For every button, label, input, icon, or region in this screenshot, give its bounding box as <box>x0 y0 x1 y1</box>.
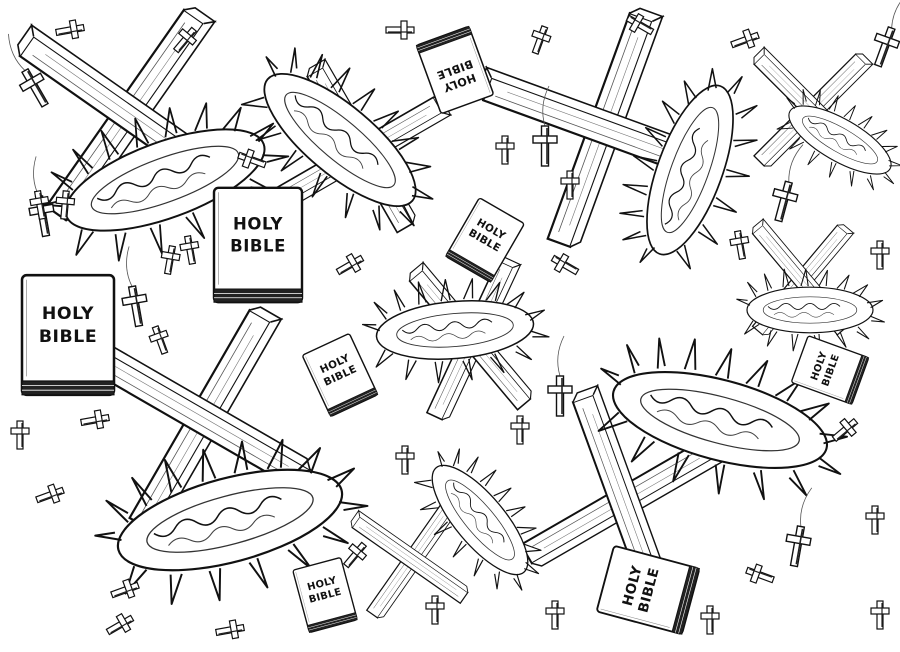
holy-bible-icon: HOLY BIBLE <box>595 544 701 636</box>
holy-bible-icon: HOLY BIBLE <box>20 273 116 397</box>
small-cross-icon <box>178 234 202 266</box>
small-cross-icon <box>54 18 86 42</box>
small-cross-icon <box>102 609 138 641</box>
svg-text:HOLY: HOLY <box>42 304 94 324</box>
holy-bible-icon: HOLY BIBLE <box>212 186 304 304</box>
small-cross-icon <box>526 23 554 57</box>
small-cross-icon <box>865 505 885 535</box>
small-cross-icon <box>870 600 890 630</box>
small-cross-icon <box>547 249 583 281</box>
holy-bible-icon: HOLY BIBLE <box>292 556 358 634</box>
small-cross-icon <box>495 135 515 165</box>
small-cross-icon <box>33 481 67 509</box>
svg-text:BIBLE: BIBLE <box>230 237 286 256</box>
small-cross-icon <box>728 229 752 261</box>
small-cross-icon <box>79 408 111 432</box>
small-cross-icon <box>870 240 890 270</box>
holy-bible-icon: HOLY BIBLE <box>301 332 379 418</box>
small-cross-icon <box>385 20 415 40</box>
small-cross-icon <box>395 445 415 475</box>
small-cross-icon <box>425 595 445 625</box>
small-cross-icon <box>510 415 530 445</box>
svg-text:BIBLE: BIBLE <box>39 327 97 347</box>
small-cross-icon <box>214 618 246 642</box>
holy-bible-icon: HOLY BIBLE <box>790 334 870 406</box>
small-cross-icon <box>146 323 174 357</box>
small-cross-icon <box>700 605 720 635</box>
small-cross-icon <box>332 249 368 281</box>
crown-of-thorns-icon <box>394 430 567 611</box>
wooden-cross-icon <box>82 337 316 492</box>
cross-pendant-icon <box>781 484 821 569</box>
small-cross-icon <box>338 537 372 573</box>
cross-pendant-icon <box>865 0 900 71</box>
small-cross-icon <box>10 420 30 450</box>
cross-pendant-icon <box>547 335 573 417</box>
svg-text:HOLY: HOLY <box>233 215 283 234</box>
small-cross-icon <box>728 26 762 54</box>
holy-bible-icon: HOLY BIBLE <box>415 25 495 115</box>
small-cross-icon <box>545 600 565 630</box>
holy-bible-icon: HOLY BIBLE <box>444 197 526 283</box>
small-cross-icon <box>743 561 777 589</box>
